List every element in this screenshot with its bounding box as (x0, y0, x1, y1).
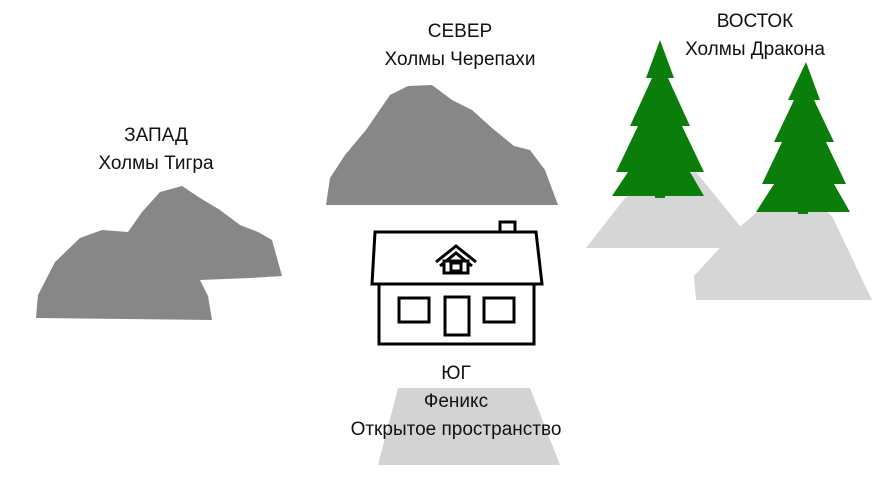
north-label: СЕВЕР Холмы Черепахи (360, 18, 560, 74)
east-direction-text: ВОСТОК (716, 11, 794, 32)
house-dormer (435, 244, 477, 264)
south-name: Феникс (423, 391, 489, 412)
south-open-space-shape (378, 388, 560, 465)
west-label: ЗАПАД Холмы Тигра (56, 122, 256, 178)
north-direction-text: СЕВЕР (427, 21, 493, 42)
house-door (443, 295, 471, 337)
east-mountain-back (586, 172, 760, 248)
north-hill-shape (326, 85, 558, 205)
tree-icon (612, 40, 704, 198)
west-hill-shape (36, 186, 282, 320)
north-hill-name: Холмы Черепахи (384, 49, 536, 70)
east-mountain-front (694, 190, 872, 300)
east-hill-name: Холмы Дракона (685, 39, 825, 60)
west-direction-text: ЗАПАД (124, 125, 188, 146)
house-window-left (397, 296, 431, 324)
house-window-right (482, 296, 516, 324)
south-subtitle: Открытое пространство (350, 419, 562, 440)
east-label: ВОСТОК Холмы Дракона (655, 8, 855, 64)
west-hill-name: Холмы Тигра (98, 153, 214, 174)
house-icon (370, 220, 544, 346)
house-roof (370, 230, 544, 286)
tree-icon (756, 62, 850, 214)
south-label: ЮГ Феникс Открытое пространство (336, 360, 576, 444)
south-direction-text: ЮГ (441, 363, 471, 384)
